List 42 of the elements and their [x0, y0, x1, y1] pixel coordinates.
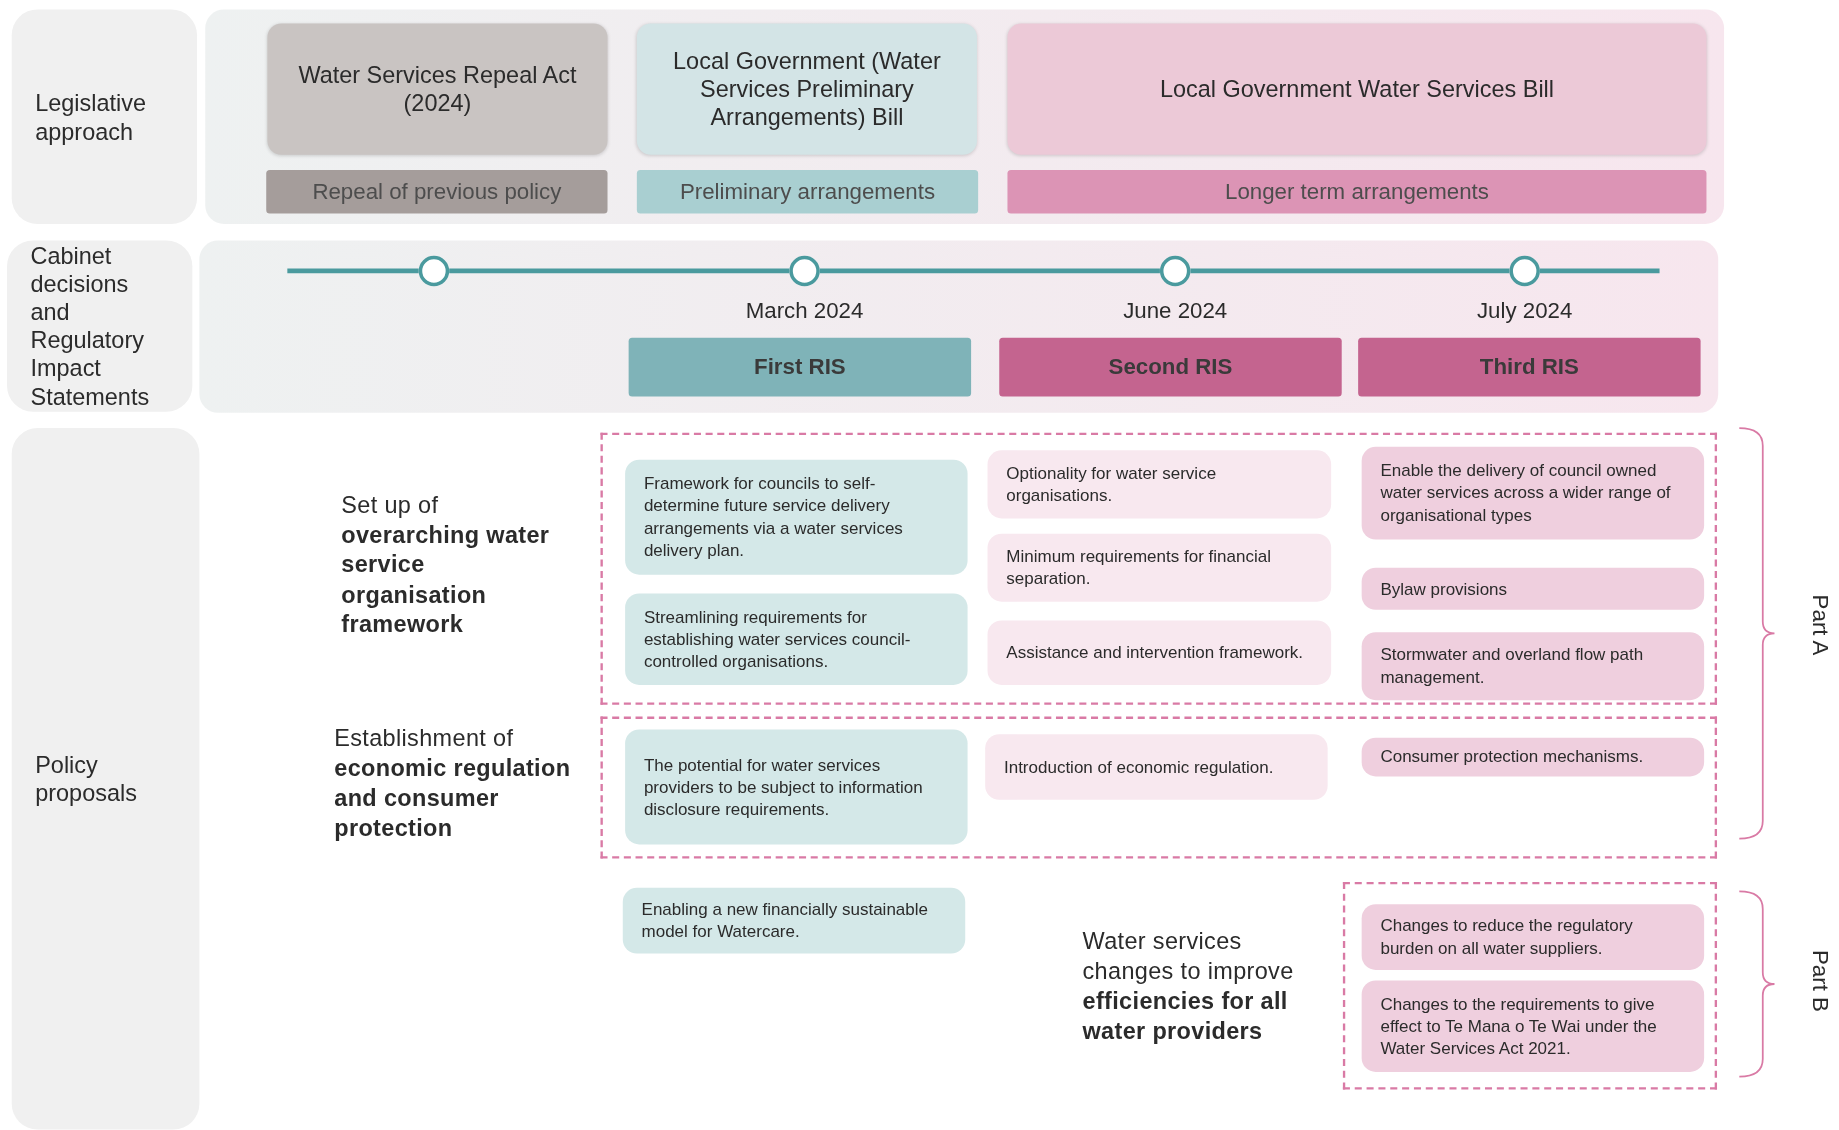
policy-box: The potential for water services providers to be subject to information disclosure requirements. — [625, 729, 968, 845]
stage-bar: Longer term arrangements — [1007, 170, 1707, 214]
section-heading: Water services changes to improve efficiencies for all water providers — [1082, 926, 1295, 1046]
row-header-panel: Cabinet decisions and Regulatory Impact Statements — [7, 240, 193, 412]
ris-box: Third RIS — [1358, 337, 1701, 397]
timeline-line — [287, 268, 419, 274]
policy-box: Introduction of economic regulation. — [985, 734, 1328, 800]
ris-box: Second RIS — [999, 337, 1342, 397]
row-header-panel: Legislative approach — [11, 9, 198, 224]
policy-box: Consumer protection mechanisms. — [1361, 737, 1705, 777]
timeline-line — [1190, 268, 1510, 274]
policy-box: Changes to the requirements to give effect to Te Mana o Te Wai under the Water Services Act 2021. — [1361, 980, 1705, 1072]
ris-box: First RIS — [628, 337, 972, 397]
stage-bar: Repeal of previous policy — [266, 170, 608, 214]
policy-box: Stormwater and overland flow path management. — [1361, 632, 1705, 701]
policy-box: Optionality for water service organisations. — [987, 450, 1332, 519]
dashed-group-box — [1342, 881, 1717, 1090]
part-label: Part B — [1807, 950, 1834, 1012]
part-label: Part A — [1807, 594, 1834, 656]
policy-box: Bylaw provisions — [1361, 567, 1705, 610]
stage-bar: Preliminary arrangements — [636, 170, 979, 214]
date-label: June 2024 — [1122, 297, 1229, 324]
policy-box: Framework for councils to self-determine future service delivery arrangements via a water services delivery plan. — [625, 459, 968, 575]
section-heading: Set up of overarching water service organisation framework — [341, 490, 551, 639]
legislation-box: Water Services Repeal Act (2024) — [267, 23, 608, 155]
section-heading: Establishment of economic regulation and consumer protection — [334, 723, 572, 843]
dashed-group-box — [600, 716, 1717, 859]
dashed-group-box — [600, 432, 1717, 705]
row-header-panel: Policy proposals — [11, 428, 200, 1130]
timeline-line — [449, 268, 790, 274]
legislation-box: Local Government Water Services Bill — [1007, 23, 1707, 155]
timeline-line — [1539, 268, 1660, 274]
legislation-box: Local Government (Water Services Preliminary Arrangements) Bill — [636, 23, 977, 155]
date-label: July 2024 — [1476, 297, 1574, 324]
date-label: March 2024 — [744, 297, 865, 324]
policy-box: Enable the delivery of council owned water services across a wider range of organisational types — [1361, 446, 1705, 540]
timeline-line — [819, 268, 1160, 274]
policy-box: Changes to reduce the regulatory burden on all water suppliers. — [1361, 904, 1705, 970]
policy-box: Enabling a new financially sustainable model for Watercare. — [622, 887, 966, 954]
policy-box: Minimum requirements for financial separation. — [987, 533, 1332, 602]
policy-box: Assistance and intervention framework. — [987, 620, 1332, 685]
policy-box: Streamlining requirements for establishing water services council-controlled organisations. — [625, 593, 968, 685]
